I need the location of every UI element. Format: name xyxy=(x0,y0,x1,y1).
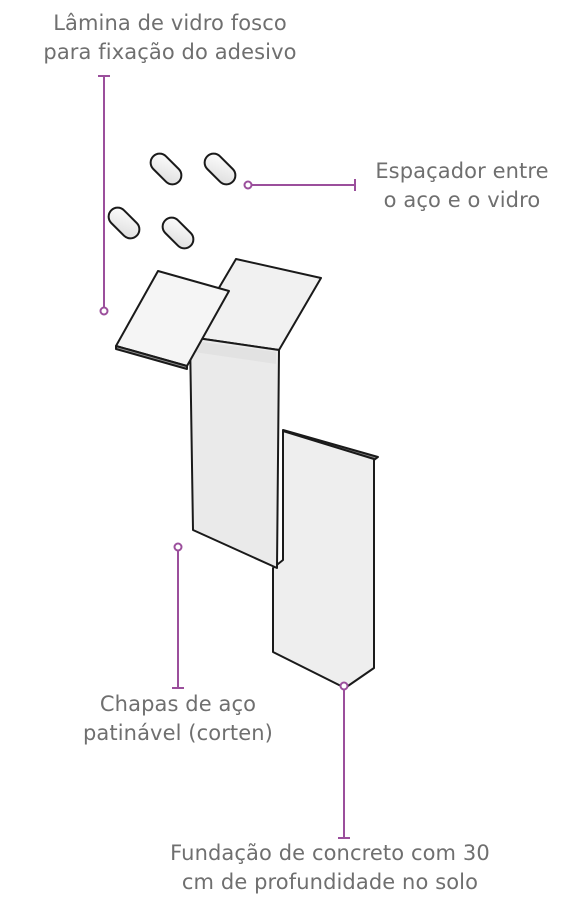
spacer-1 xyxy=(149,152,183,186)
leader-glass-dot xyxy=(99,306,109,316)
label-frosted-glass: Lâmina de vidro fosco para fixação do ad… xyxy=(0,9,340,67)
leader-foundation-dot xyxy=(339,681,349,691)
label-concrete-foundation-line2: cm de profundidade no solo xyxy=(181,870,479,894)
leader-spacer-dot xyxy=(243,180,253,190)
concrete-foundation xyxy=(272,429,379,689)
label-concrete-foundation-line1: Fundação de concreto com 30 xyxy=(170,841,490,865)
steel-plate-front-face xyxy=(189,336,280,569)
steel-plate-shade xyxy=(194,341,276,364)
label-concrete-foundation: Fundação de concreto com 30 cm de profun… xyxy=(120,839,540,897)
spacer-cylinders xyxy=(107,152,237,250)
spacer-4 xyxy=(161,216,195,250)
label-spacer-line1: Espaçador entre xyxy=(375,159,549,183)
glass-pane-edge xyxy=(115,345,188,370)
label-steel-plates: Chapas de aço patinável (corten) xyxy=(46,690,310,748)
steel-plate xyxy=(189,258,322,569)
leader-lines xyxy=(98,75,356,839)
label-spacer-line2: o aço e o vidro xyxy=(383,188,541,212)
spacer-2 xyxy=(203,152,237,186)
label-steel-plates-line1: Chapas de aço xyxy=(99,692,257,716)
frosted-glass-pane xyxy=(115,270,230,370)
leader-steel-dot xyxy=(173,542,183,552)
spacer-3 xyxy=(107,206,141,240)
label-frosted-glass-line2: para fixação do adesivo xyxy=(43,40,297,64)
label-spacer: Espaçador entre o aço e o vidro xyxy=(360,157,564,215)
label-frosted-glass-line1: Lâmina de vidro fosco xyxy=(53,11,287,35)
foundation-front-face xyxy=(272,430,375,689)
label-steel-plates-line2: patinável (corten) xyxy=(83,721,273,745)
